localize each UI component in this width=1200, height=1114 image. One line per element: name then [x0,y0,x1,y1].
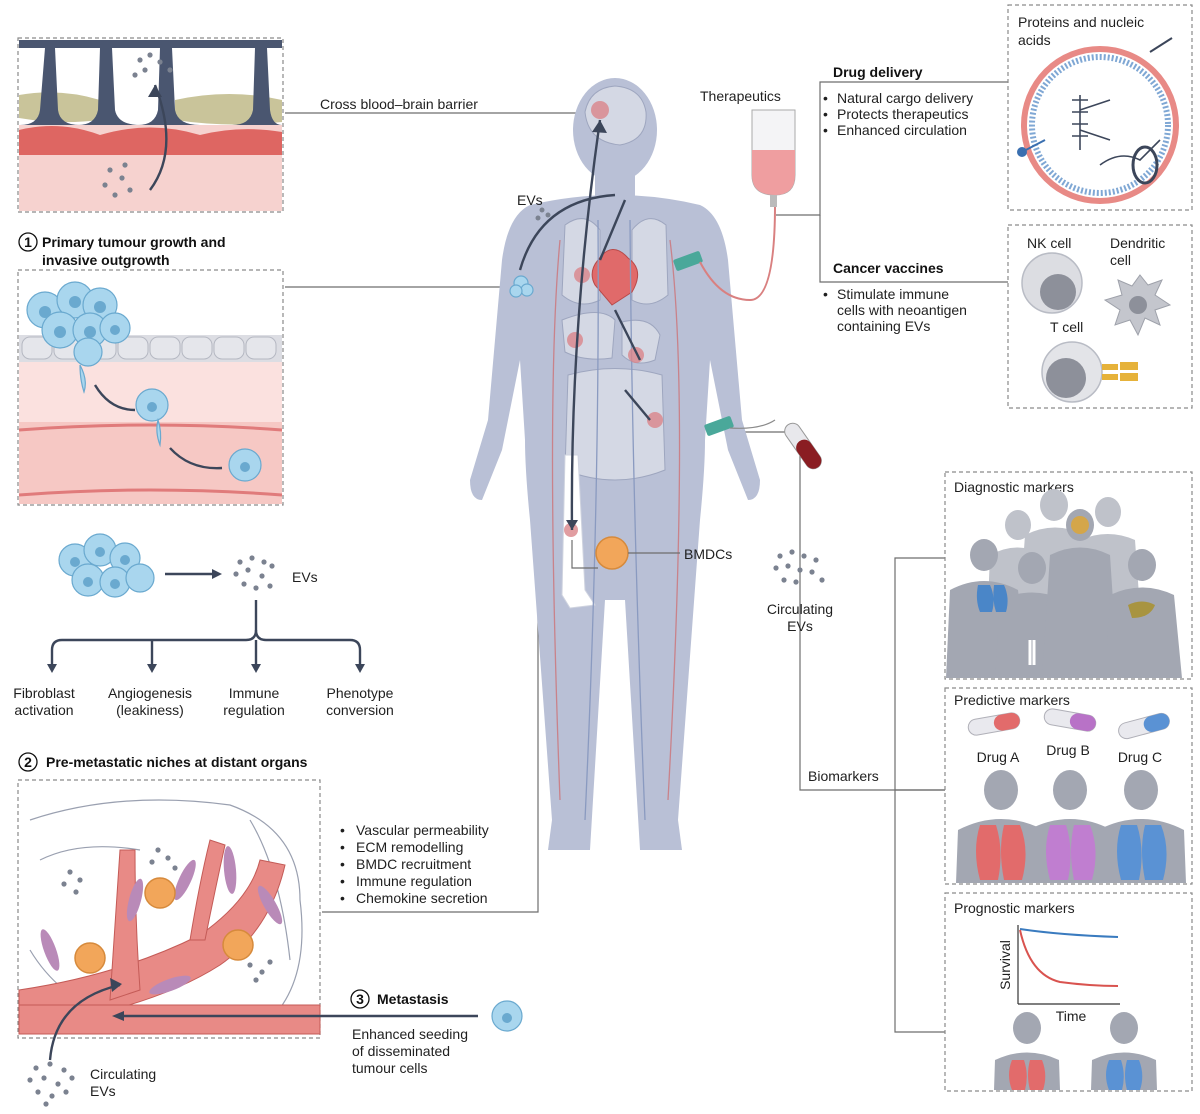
dd-bullet-2: Protects therapeutics [837,106,969,122]
cv-bullet-line3: containing EVs [837,318,930,334]
cv-bullet-line1: Stimulate immune [837,286,949,302]
proteins-title-line2: acids [1018,32,1051,48]
primary-tumour-panel [17,269,284,506]
section-3-number: 3 [356,991,364,1007]
branch-4-line1: Phenotype [327,685,394,701]
section-3-title: Metastasis [377,991,449,1007]
section-1-header: 1 Primary tumour growth and invasive out… [18,232,226,268]
survival-curve-low [1019,929,1119,987]
branch-2-line2: (leakiness) [116,702,184,718]
section-1-title-line2: invasive outgrowth [42,252,170,268]
evs-label: EVs [292,569,318,585]
svg-text:•: • [823,286,828,302]
ev-release-diagram: EVs [47,533,365,673]
nk-cell-label: NK cell [1027,235,1071,251]
section-3-metastasis: 3 Metastasis Enhanced seeding of dissemi… [112,989,523,1076]
svg-text:•: • [823,90,828,106]
s2-bullet-3: BMDC recruitment [356,856,471,872]
capsule-drug-c-icon [1118,712,1170,740]
therapeutics-label: Therapeutics [700,88,781,104]
s2-bullet-5: Chemokine secretion [356,890,488,906]
branch-2-line1: Angiogenesis [108,685,192,701]
circulating-evs-bottom-line2: EVs [90,1083,116,1099]
section-2-bullets: •Vascular permeability •ECM remodelling … [340,822,489,906]
s2-bullet-4: Immune regulation [356,873,472,889]
dd-bullet-3: Enhanced circulation [837,122,967,138]
cv-bullet-line2: cells with neoantigen [837,302,967,318]
survival-chart: Survival Time [994,925,1157,1090]
svg-text:•: • [823,122,828,138]
biomarkers-label: Biomarkers [808,768,879,784]
section-3-desc-line2: of disseminated [352,1043,450,1059]
drug-b-label: Drug B [1046,742,1090,758]
svg-text:•: • [823,106,828,122]
capsule-drug-b-icon [1043,708,1097,732]
predictive-markers-panel: Predictive markers Drug A Drug B Drug C [944,687,1193,885]
branch-1-line1: Fibroblast [13,685,75,701]
iv-bag-icon [751,109,796,207]
capsule-drug-a-icon [967,712,1021,736]
center-labels: Cross blood–brain barrier Therapeutics E… [320,88,781,562]
prognostic-markers-panel: Prognostic markers [944,892,1193,1092]
svg-text:•: • [340,873,345,889]
circulating-evs-center-line2: EVs [787,618,813,634]
survival-x-label: Time [1056,1008,1087,1024]
survival-curve-high [1019,928,1119,938]
bmdcs-label: BMDCs [684,546,732,562]
dendritic-line1: Dendritic [1110,235,1165,251]
dd-bullet-1: Natural cargo delivery [837,90,973,106]
cancer-vaccines-text: Cancer vaccines • Stimulate immune cells… [823,260,967,334]
t-cell-label: T cell [1050,319,1083,335]
branch-3-line2: regulation [223,702,285,718]
s2-bullet-2: ECM remodelling [356,839,463,855]
drug-delivery-text: Drug delivery • Natural cargo delivery • P… [823,64,973,138]
connector-lines [285,81,1008,1033]
section-3-desc-line1: Enhanced seeding [352,1026,468,1042]
proteins-title-line1: Proteins and nucleic [1018,14,1144,30]
bbb-panel [17,37,284,213]
svg-text:•: • [340,890,345,906]
section-1-number: 1 [24,234,32,250]
section-2-header: 2 Pre-metastatic niches at distant organ… [18,752,308,772]
blood-tube-icon [784,422,822,470]
immune-cells-panel: NK cell Dendritic cell T cell [1007,224,1193,409]
bbb-label: Cross blood–brain barrier [320,96,478,112]
diagnostic-title: Diagnostic markers [954,479,1074,495]
drug-delivery-title: Drug delivery [833,64,923,80]
section-1-title-line1: Primary tumour growth and [42,234,226,250]
prognostic-title: Prognostic markers [954,900,1075,916]
predictive-title: Predictive markers [954,692,1070,708]
human-body-figure [470,78,776,850]
dendritic-line2: cell [1110,252,1131,268]
svg-text:•: • [340,822,345,838]
s2-bullet-1: Vascular permeability [356,822,489,838]
svg-text:•: • [340,856,345,872]
circulating-evs-center-line1: Circulating [767,601,833,617]
circulating-evs-bottom: Circulating EVs [27,1061,156,1107]
drug-c-label: Drug C [1118,749,1162,765]
survival-y-label: Survival [997,940,1013,990]
circulating-evs-bottom-line1: Circulating [90,1066,156,1082]
proteins-nucleic-acids-panel: Proteins and nucleic acids [1007,4,1193,211]
diagnostic-markers-panel: Diagnostic markers [944,471,1193,680]
section-2-number: 2 [24,754,32,770]
section-2-title: Pre-metastatic niches at distant organs [46,754,308,770]
drug-a-label: Drug A [977,749,1020,765]
evs-body-label: EVs [517,192,543,208]
branch-1-line2: activation [14,702,73,718]
svg-text:•: • [340,839,345,855]
pre-metastatic-niche-panel [17,779,321,1061]
branch-4-line2: conversion [326,702,394,718]
section-3-desc-line3: tumour cells [352,1060,427,1076]
branch-labels: Fibroblast activation Angiogenesis (leak… [13,685,394,718]
branch-3-line1: Immune [229,685,280,701]
cancer-vaccines-title: Cancer vaccines [833,260,944,276]
circulating-evs-center: Circulating EVs Biomarkers [767,549,879,784]
